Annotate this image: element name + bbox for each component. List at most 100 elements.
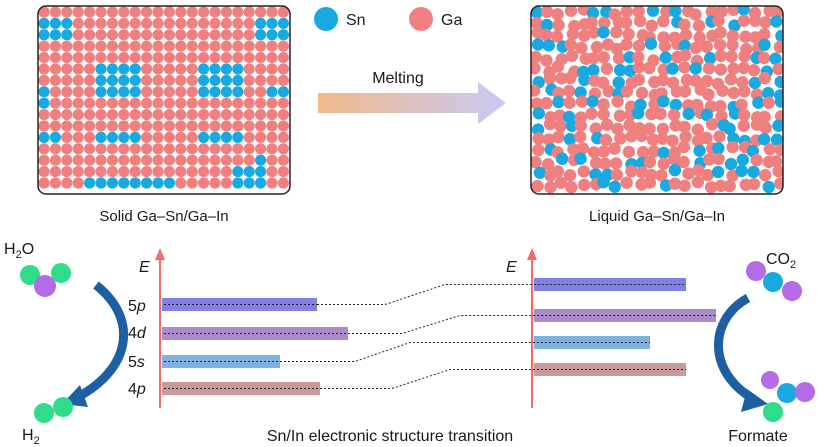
sn-atom (232, 131, 244, 143)
sn-atom (657, 146, 670, 160)
right-curved-arrow (714, 294, 755, 402)
ga-atom (763, 143, 777, 156)
sn-atom (209, 131, 221, 143)
ga-atom (613, 109, 627, 123)
ga-atom (72, 131, 84, 143)
legend-ga-swatch (409, 7, 433, 31)
sn-atom (669, 6, 682, 18)
sn-atom (614, 63, 627, 77)
ga-atom (49, 97, 62, 109)
ga-atom (266, 109, 278, 121)
sn-atom (106, 177, 118, 189)
ga-atom (636, 145, 650, 159)
ga-atom (209, 40, 221, 52)
sn-atom (623, 51, 636, 64)
sn-atom (152, 177, 164, 189)
ga-atom (705, 6, 718, 18)
ga-atom (106, 29, 118, 41)
ga-atom (608, 142, 621, 155)
purple-atom (746, 261, 766, 281)
ga-atom (152, 109, 164, 121)
ga-atom (531, 16, 543, 30)
ga-atom (554, 176, 568, 189)
hydrogen-molecule-icon (34, 397, 73, 423)
ga-atom (141, 154, 153, 166)
ga-atom (691, 123, 704, 136)
ga-atom (106, 6, 118, 18)
ga-atom (175, 154, 187, 166)
ga-atom (714, 100, 727, 113)
ga-atom (163, 52, 175, 64)
solid-4d-band (162, 327, 348, 340)
ga-atom (632, 51, 645, 64)
sn-atom (724, 157, 738, 171)
ga-atom (563, 169, 577, 182)
ga-atom (614, 132, 627, 145)
ga-atom (38, 177, 50, 189)
ga-atom (277, 109, 289, 121)
sn-atom (646, 6, 660, 17)
ga-atom (277, 177, 289, 189)
sn-atom (198, 131, 210, 143)
purple-atom (795, 382, 815, 402)
ga-atom (118, 120, 130, 132)
sn-atom (666, 62, 679, 75)
blue-atom (777, 383, 797, 403)
ga-atom (266, 154, 278, 166)
ga-atom (667, 108, 681, 122)
ga-atom (243, 29, 255, 41)
ga-atom (118, 29, 130, 41)
ga-atom (255, 143, 267, 155)
ga-atom (277, 63, 289, 75)
ga-atom (186, 17, 198, 29)
ga-atom (758, 71, 771, 85)
ga-atom (198, 17, 210, 29)
ga-atom (163, 166, 175, 178)
ga-atom (243, 131, 255, 143)
ga-atom (38, 109, 50, 121)
ga-atom (209, 154, 221, 166)
ga-atom (668, 177, 682, 190)
sn-atom (531, 123, 545, 136)
ga-atom (220, 143, 232, 155)
ga-atom (714, 49, 727, 63)
ga-atom (118, 97, 130, 109)
ga-atom (49, 63, 62, 75)
ga-atom (232, 97, 244, 109)
ga-atom (243, 63, 255, 75)
ga-atom (635, 129, 648, 143)
ga-atom (175, 74, 187, 86)
ga-atom (255, 52, 267, 64)
ga-atom (541, 158, 555, 171)
sn-atom (555, 152, 569, 165)
ga-atom (735, 98, 748, 112)
sn-atom (163, 177, 175, 189)
ga-atom (277, 131, 289, 143)
right-curved-arrowhead (741, 389, 768, 412)
liquid-panel-frame (530, 5, 784, 195)
ga-atom (620, 85, 633, 98)
ga-atom (84, 166, 96, 178)
sn-atom (232, 166, 244, 178)
ga-atom (540, 6, 554, 18)
sn-atom (106, 131, 118, 143)
sn-atom (531, 38, 545, 51)
ga-atom (61, 63, 73, 75)
ga-atom (186, 74, 198, 86)
legend-ga-label: Ga (441, 12, 462, 29)
ga-atom (654, 107, 667, 121)
ga-atom (678, 18, 691, 31)
sn-atom (255, 17, 267, 29)
sn-atom (266, 29, 278, 41)
ga-atom (622, 145, 636, 159)
ga-atom (38, 74, 50, 86)
sn-atom (255, 166, 267, 178)
ga-atom (152, 6, 164, 18)
ga-atom (209, 143, 221, 155)
ga-atom (255, 97, 267, 109)
sn-atom (597, 26, 610, 39)
ga-atom (255, 120, 267, 132)
ga-atom (72, 74, 84, 86)
ga-atom (656, 74, 670, 87)
hydrogen-evolution-reaction: H2O H2 (4, 241, 128, 447)
